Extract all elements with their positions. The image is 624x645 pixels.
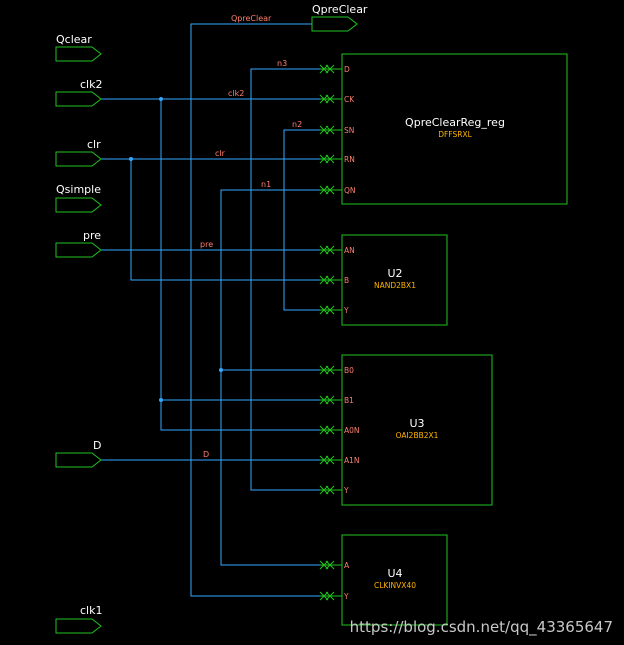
junction-n1 xyxy=(219,368,223,372)
port-qclear[interactable]: Qclear xyxy=(55,33,102,62)
net-label-pre: pre xyxy=(200,240,213,249)
pin-label-reg-sn: SN xyxy=(344,126,354,135)
wire-clk2-branch[interactable] xyxy=(160,99,320,431)
port-label-qsimple: Qsimple xyxy=(56,183,101,196)
port-label-clk2: clk2 xyxy=(80,78,102,91)
net-label-clr: clr xyxy=(215,149,226,158)
pin-label-u3-y: Y xyxy=(343,486,349,495)
net-label-n2: n2 xyxy=(292,120,302,129)
pin-label-u3-b0: B0 xyxy=(344,366,354,375)
pins-u2 xyxy=(319,245,342,315)
port-label-qclear: Qclear xyxy=(56,33,92,46)
junction-clr xyxy=(129,157,133,161)
pin-label-reg-d: D xyxy=(344,65,350,74)
pins-reg xyxy=(319,64,342,195)
port-label-qpreclear: QpreClear xyxy=(312,3,368,16)
pin-label-u3-b1: B1 xyxy=(344,396,354,405)
wire-n2[interactable] xyxy=(283,129,320,311)
port-qpreclear[interactable]: QpreClear xyxy=(311,3,368,32)
net-label-n3: n3 xyxy=(277,59,287,68)
pin-label-reg-ck: CK xyxy=(344,95,355,104)
pin-label-u4-y: Y xyxy=(343,592,349,601)
cell-name-u3: OAI2BB2X1 xyxy=(396,431,439,440)
pins-u3 xyxy=(319,365,342,495)
port-pre[interactable]: pre xyxy=(55,229,102,258)
pin-label-u2-an: AN xyxy=(344,246,355,255)
instance-name-u4: U4 xyxy=(387,567,402,580)
wire-qpreclear[interactable] xyxy=(190,23,320,597)
pin-label-u2-b: B xyxy=(344,276,349,285)
pin-label-u4-a: A xyxy=(344,561,350,570)
instance-box-u3 xyxy=(341,354,493,506)
port-label-d: D xyxy=(93,439,101,452)
watermark-text: https://blog.csdn.net/qq_43365647 xyxy=(350,618,613,637)
instance-u3[interactable]: U3 OAI2BB2X1 B0 B1 A0N A1N Y xyxy=(319,354,493,506)
wire-clr-branch[interactable] xyxy=(130,159,320,281)
port-label-pre: pre xyxy=(83,229,101,242)
pin-label-reg-qn: QN xyxy=(344,186,356,195)
cell-name-u4: CLKINVX40 xyxy=(374,581,416,590)
port-clk2[interactable]: clk2 xyxy=(55,78,102,107)
port-clk1[interactable]: clk1 xyxy=(55,604,102,634)
pin-label-u2-y: Y xyxy=(343,306,349,315)
net-label-clk2: clk2 xyxy=(228,89,244,98)
pin-label-u3-a0n: A0N xyxy=(344,426,360,435)
port-label-clk1: clk1 xyxy=(80,604,102,617)
instance-name-reg: QpreClearReg_reg xyxy=(405,116,505,129)
net-label-d: D xyxy=(203,450,209,459)
pin-label-u3-a1n: A1N xyxy=(344,456,360,465)
port-d[interactable]: D xyxy=(55,439,102,468)
cell-name-u2: NAND2BX1 xyxy=(374,281,416,290)
wires xyxy=(101,23,320,597)
instance-u4[interactable]: U4 CLKINVX40 A Y xyxy=(319,534,448,626)
net-label-n1: n1 xyxy=(261,180,271,189)
cell-name-reg: DFFSRXL xyxy=(438,130,472,139)
instance-name-u2: U2 xyxy=(387,267,402,280)
instance-qpreclearreg[interactable]: QpreClearReg_reg DFFSRXL D CK SN RN QN xyxy=(319,53,568,205)
instance-u2[interactable]: U2 NAND2BX1 AN B Y xyxy=(319,234,448,326)
instance-box-u2 xyxy=(341,234,448,326)
net-label-qpreclear: QpreClear xyxy=(231,14,272,23)
pins-u4 xyxy=(319,560,342,601)
pin-label-reg-rn: RN xyxy=(344,155,355,164)
net-labels: QpreClear n3 clk2 n2 clr n1 pre D xyxy=(200,14,302,459)
wire-n1[interactable] xyxy=(220,189,320,566)
instance-name-u3: U3 xyxy=(409,417,424,430)
junction-clk2 xyxy=(159,97,163,101)
instance-box-reg xyxy=(341,53,568,205)
instance-box-u4 xyxy=(341,534,448,626)
junction-clk2-b1 xyxy=(159,398,163,402)
port-label-clr: clr xyxy=(87,138,101,151)
io-ports: QpreClear Qclear clk2 clr Qsimple pre D xyxy=(55,3,368,634)
port-qsimple[interactable]: Qsimple xyxy=(55,183,102,213)
port-clr[interactable]: clr xyxy=(55,138,102,167)
